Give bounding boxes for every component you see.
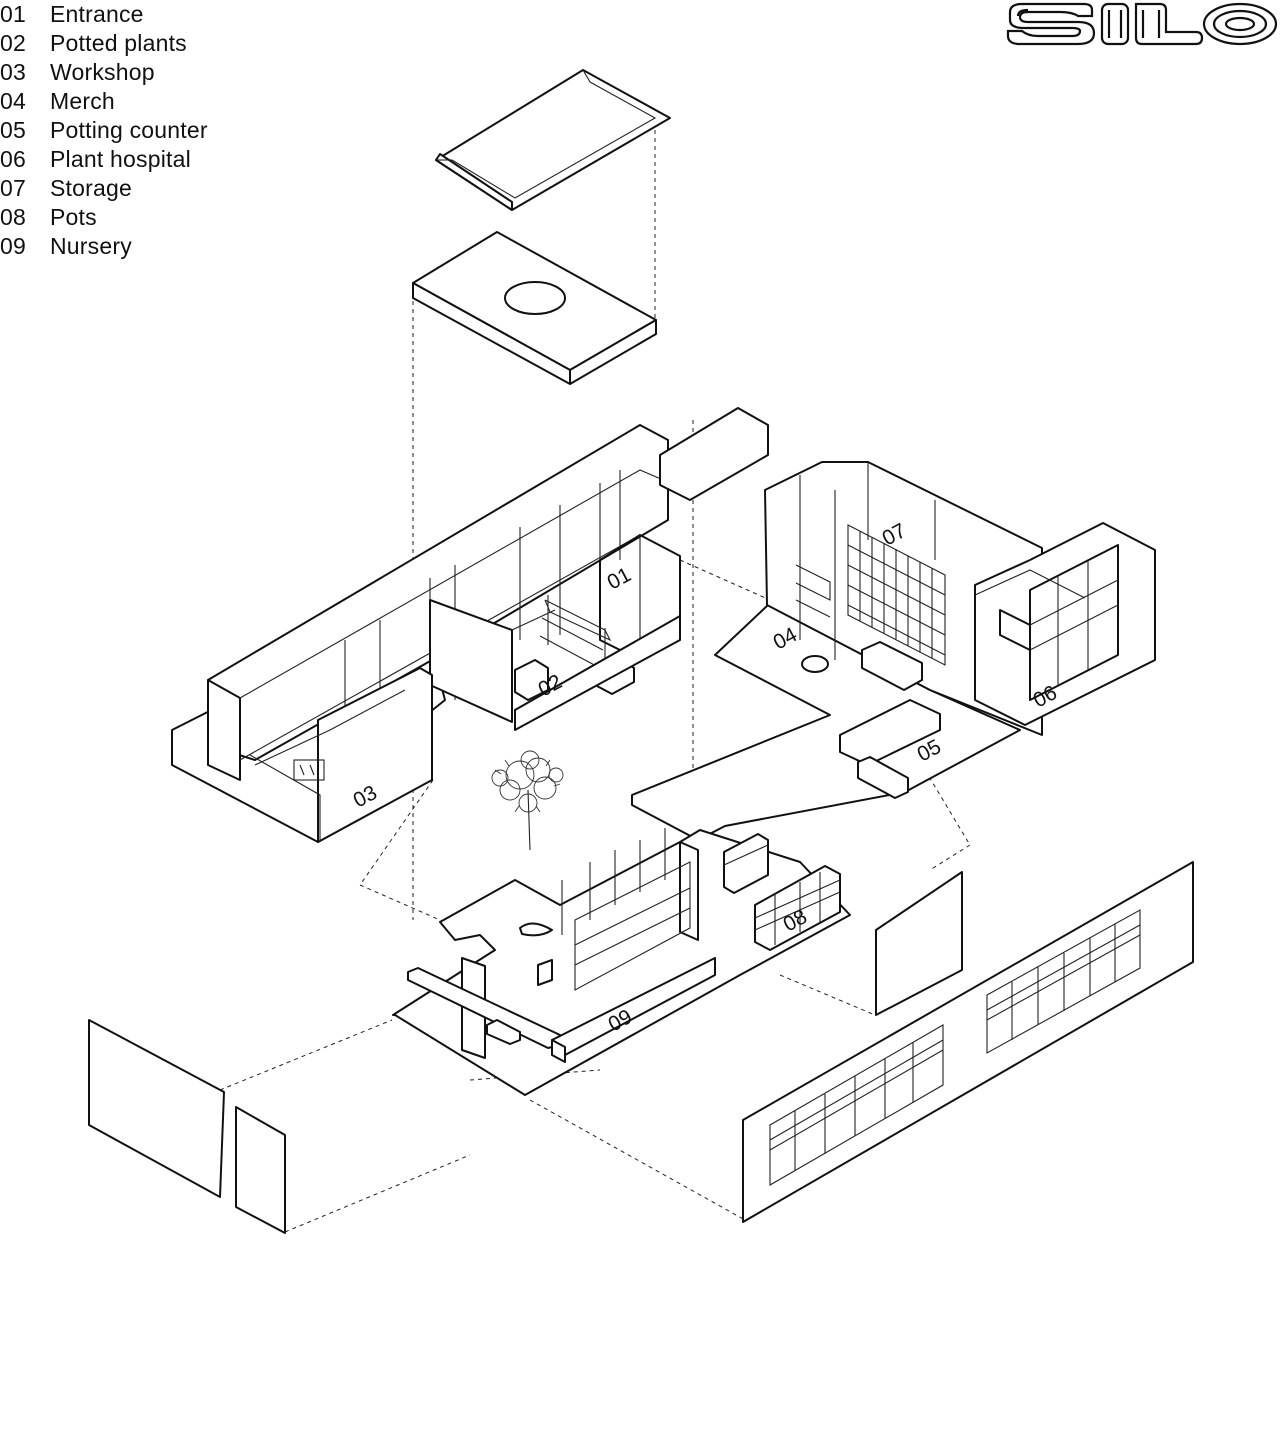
legend-label: Potted plants [50,30,187,56]
window-set-2 [986,909,1141,1054]
legend-label: Potting counter [50,117,208,143]
merch-table [801,655,829,673]
legend-number: 08 [0,204,26,230]
window-set-1 [769,1024,944,1186]
legend-number: 05 [0,117,26,143]
silo-logo [1006,2,1278,46]
panel-left-1 [88,1019,225,1198]
legend-number: 04 [0,88,26,114]
tree-illustration [491,750,564,851]
legend-label: Storage [50,175,132,201]
right-wing [631,461,1156,841]
legend-item: 06 Plant hospital [0,145,208,174]
legend-item: 05 Potting counter [0,116,208,145]
legend-item: 09 Nursery [0,232,208,261]
roof-canopy [435,69,671,211]
legend-item: 08 Pots [0,203,208,232]
legend: 01 Entrance 02 Potted plants 03 Workshop 04… [0,0,208,261]
legend-label: Entrance [50,1,144,27]
legend-number: 06 [0,146,26,172]
legend-item: 02 Potted plants [0,29,208,58]
legend-item: 03 Workshop [0,58,208,87]
legend-item: 04 Merch [0,87,208,116]
legend-item: 07 Storage [0,174,208,203]
legend-number: 07 [0,175,26,201]
facade-panels [88,861,1194,1234]
panel-left-2 [235,1106,286,1234]
legend-item: 01 Entrance [0,0,208,29]
panel-right [875,871,963,1016]
roof-slab [412,231,657,385]
projection-lines [219,130,971,1233]
legend-label: Nursery [50,233,132,259]
legend-number: 02 [0,30,26,56]
legend-number: 03 [0,59,26,85]
legend-number: 01 [0,1,26,27]
legend-label: Pots [50,204,97,230]
legend-number: 09 [0,233,26,259]
skylight-opening [504,281,566,315]
tree-pit [519,922,553,937]
nursery-wing [392,750,851,1096]
legend-label: Merch [50,88,115,114]
left-wing [171,407,769,843]
legend-label: Workshop [50,59,155,85]
legend-label: Plant hospital [50,146,191,172]
